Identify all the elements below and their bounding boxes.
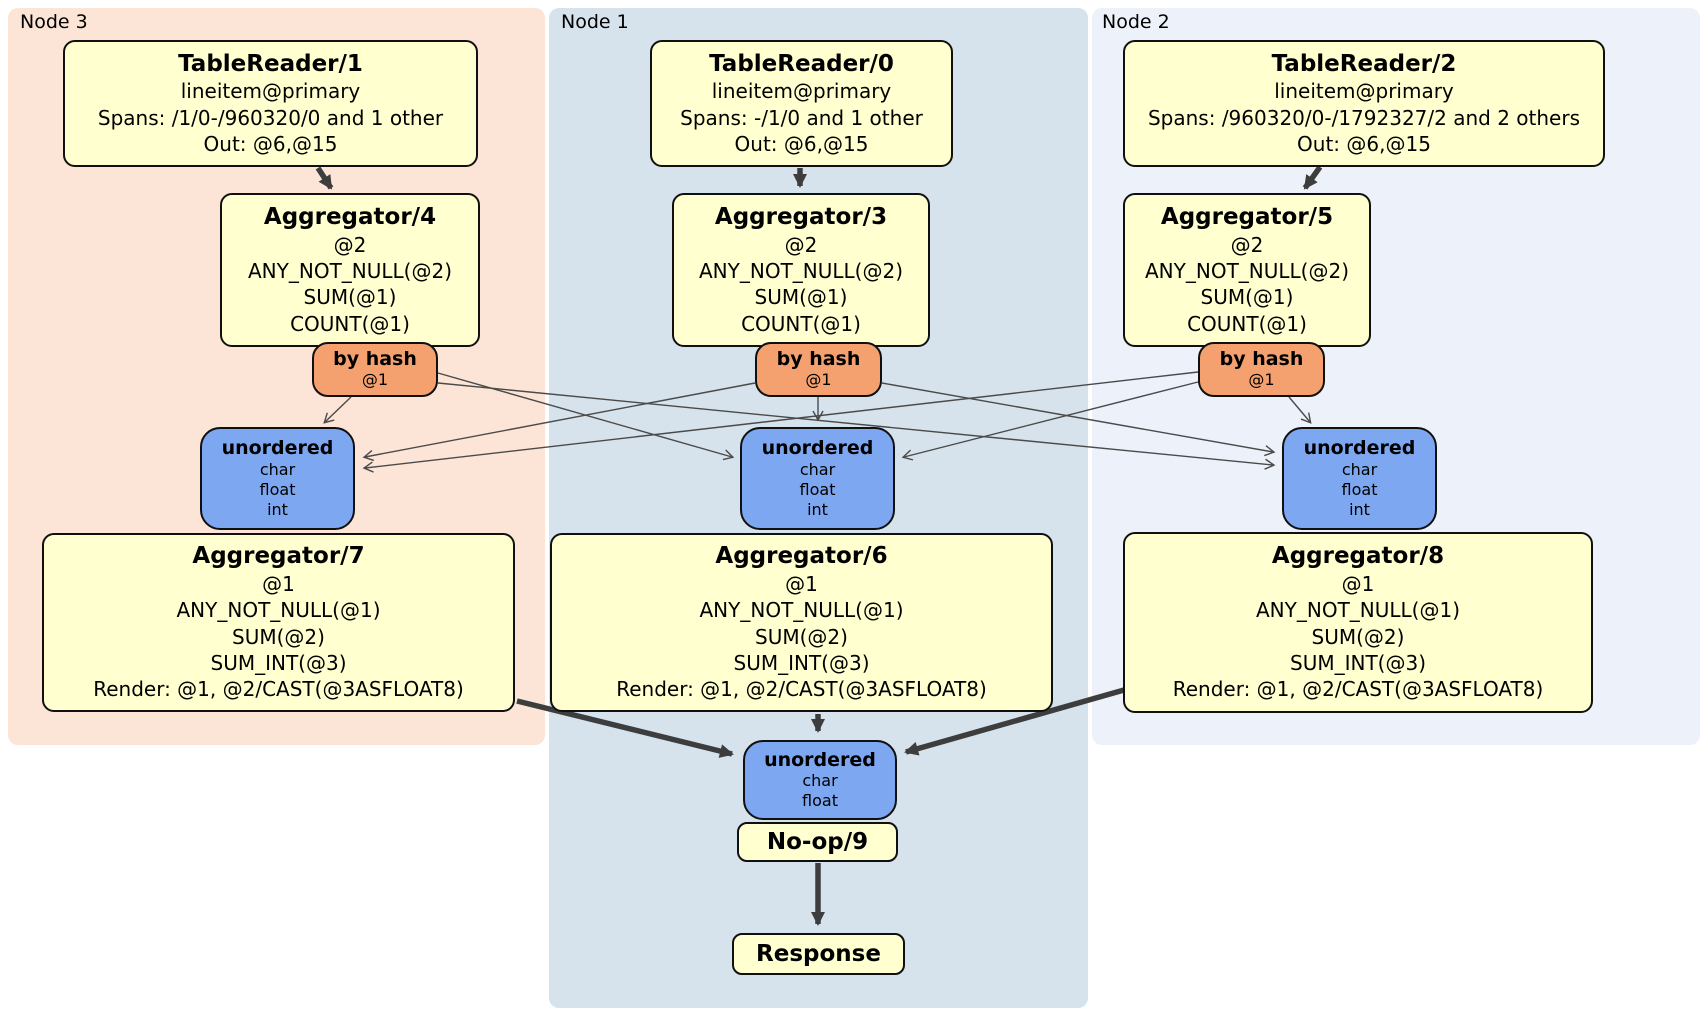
aggregator-7-title: Aggregator/7 xyxy=(192,543,365,570)
unordered-sync-final-title: unordered xyxy=(764,748,876,771)
node3-region-label: Node 3 xyxy=(20,11,88,33)
aggregator-3-fn3: COUNT(@1) xyxy=(741,311,861,336)
tablereader-1-spans: Spans: /1/0-/960320/0 and 1 other xyxy=(97,105,444,130)
unordered-sync-node3: unordered char float int xyxy=(200,427,355,530)
unordered-sync-final-col1: char xyxy=(802,771,838,791)
tablereader-2-out: Out: @6,@15 xyxy=(1297,132,1431,157)
tablereader-0-title: TableReader/0 xyxy=(709,50,894,77)
aggregator-6-groupcols: @1 xyxy=(785,571,818,596)
aggregator-3-groupcols: @2 xyxy=(784,232,818,257)
node1-region-label: Node 1 xyxy=(561,11,629,33)
hash-router-node1: by hash @1 xyxy=(755,342,882,397)
unordered-sync-node2-col2: float xyxy=(1341,479,1378,499)
unordered-sync-final: unordered char float xyxy=(743,740,897,820)
tablereader-0-spans: Spans: -/1/0 and 1 other xyxy=(680,105,923,130)
aggregator-5-fn1: ANY_NOT_NULL(@2) xyxy=(1145,258,1349,283)
aggregator-4-fn1: ANY_NOT_NULL(@2) xyxy=(248,258,452,283)
tablereader-0-box: TableReader/0 lineitem@primary Spans: -/… xyxy=(650,40,953,167)
aggregator-3-box: Aggregator/3 @2 ANY_NOT_NULL(@2) SUM(@1)… xyxy=(672,193,930,347)
aggregator-4-box: Aggregator/4 @2 ANY_NOT_NULL(@2) SUM(@1)… xyxy=(220,193,480,347)
aggregator-8-box: Aggregator/8 @1 ANY_NOT_NULL(@1) SUM(@2)… xyxy=(1123,532,1593,713)
unordered-sync-node1: unordered char float int xyxy=(740,427,895,530)
unordered-sync-node2-col3: int xyxy=(1349,499,1370,519)
unordered-sync-node2-title: unordered xyxy=(1303,437,1416,460)
unordered-sync-node1-col3: int xyxy=(807,499,828,519)
tablereader-1-box: TableReader/1 lineitem@primary Spans: /1… xyxy=(63,40,478,167)
aggregator-5-title: Aggregator/5 xyxy=(1160,203,1334,230)
noop-title: No-op/9 xyxy=(766,828,869,855)
aggregator-6-title: Aggregator/6 xyxy=(715,543,888,570)
aggregator-8-fn2: SUM(@2) xyxy=(1311,624,1405,649)
aggregator-7-fn3: SUM_INT(@3) xyxy=(210,651,347,676)
tablereader-1-title: TableReader/1 xyxy=(178,50,363,77)
aggregator-3-fn1: ANY_NOT_NULL(@2) xyxy=(699,258,903,283)
noop-box: No-op/9 xyxy=(737,822,898,862)
aggregator-6-box: Aggregator/6 @1 ANY_NOT_NULL(@1) SUM(@2)… xyxy=(550,533,1053,712)
aggregator-7-groupcols: @1 xyxy=(262,571,295,596)
unordered-sync-node3-col2: float xyxy=(259,479,296,499)
tablereader-2-spans: Spans: /960320/0-/1792327/2 and 2 others xyxy=(1147,105,1580,130)
aggregator-8-title: Aggregator/8 xyxy=(1271,543,1445,570)
unordered-sync-node1-col2: float xyxy=(799,479,836,499)
aggregator-7-fn1: ANY_NOT_NULL(@1) xyxy=(176,598,381,623)
aggregator-5-box: Aggregator/5 @2 ANY_NOT_NULL(@2) SUM(@1)… xyxy=(1123,193,1371,347)
aggregator-6-fn3: SUM_INT(@3) xyxy=(733,651,870,676)
tablereader-0-out: Out: @6,@15 xyxy=(734,132,869,157)
hash-router-node3: by hash @1 xyxy=(312,342,438,397)
hash-router-node3-cols: @1 xyxy=(361,370,389,390)
tablereader-2-index: lineitem@primary xyxy=(1274,79,1454,104)
hash-router-node2-title: by hash xyxy=(1219,348,1304,371)
aggregator-6-render: Render: @1, @2/CAST(@3ASFLOAT8) xyxy=(616,677,987,702)
aggregator-8-render: Render: @1, @2/CAST(@3ASFLOAT8) xyxy=(1172,677,1544,702)
aggregator-4-title: Aggregator/4 xyxy=(263,203,437,230)
tablereader-2-title: TableReader/2 xyxy=(1271,50,1457,77)
hash-router-node3-title: by hash xyxy=(333,348,417,371)
unordered-sync-node2-col1: char xyxy=(1341,459,1378,479)
aggregator-7-box: Aggregator/7 @1 ANY_NOT_NULL(@1) SUM(@2)… xyxy=(42,533,515,712)
aggregator-8-fn3: SUM_INT(@3) xyxy=(1290,651,1426,676)
aggregator-5-fn3: COUNT(@1) xyxy=(1187,311,1307,336)
aggregator-5-fn2: SUM(@1) xyxy=(1200,285,1294,310)
node2-region-label: Node 2 xyxy=(1102,11,1170,33)
aggregator-4-groupcols: @2 xyxy=(333,232,367,257)
aggregator-4-fn2: SUM(@1) xyxy=(303,285,397,310)
unordered-sync-node1-title: unordered xyxy=(761,437,874,460)
aggregator-3-fn2: SUM(@1) xyxy=(754,285,848,310)
aggregator-7-render: Render: @1, @2/CAST(@3ASFLOAT8) xyxy=(93,677,464,702)
tablereader-0-index: lineitem@primary xyxy=(711,79,892,104)
unordered-sync-node2: unordered char float int xyxy=(1282,427,1437,530)
unordered-sync-final-col2: float xyxy=(802,791,838,811)
response-title: Response xyxy=(756,940,881,967)
aggregator-6-fn1: ANY_NOT_NULL(@1) xyxy=(699,598,904,623)
tablereader-1-index: lineitem@primary xyxy=(180,79,361,104)
hash-router-node1-title: by hash xyxy=(776,348,861,371)
hash-router-node1-cols: @1 xyxy=(805,370,832,390)
aggregator-8-groupcols: @1 xyxy=(1341,571,1375,596)
aggregator-6-fn2: SUM(@2) xyxy=(755,624,848,649)
unordered-sync-node3-col3: int xyxy=(267,499,288,519)
tablereader-2-box: TableReader/2 lineitem@primary Spans: /9… xyxy=(1123,40,1605,167)
aggregator-7-fn2: SUM(@2) xyxy=(232,624,325,649)
response-box: Response xyxy=(732,933,905,975)
hash-router-node2: by hash @1 xyxy=(1198,342,1325,397)
unordered-sync-node1-col1: char xyxy=(799,459,836,479)
aggregator-8-fn1: ANY_NOT_NULL(@1) xyxy=(1256,598,1460,623)
unordered-sync-node3-title: unordered xyxy=(221,437,334,460)
aggregator-4-fn3: COUNT(@1) xyxy=(290,311,410,336)
unordered-sync-node3-col1: char xyxy=(259,459,296,479)
tablereader-1-out: Out: @6,@15 xyxy=(203,132,338,157)
aggregator-5-groupcols: @2 xyxy=(1230,232,1264,257)
hash-router-node2-cols: @1 xyxy=(1248,370,1275,390)
aggregator-3-title: Aggregator/3 xyxy=(714,203,888,230)
